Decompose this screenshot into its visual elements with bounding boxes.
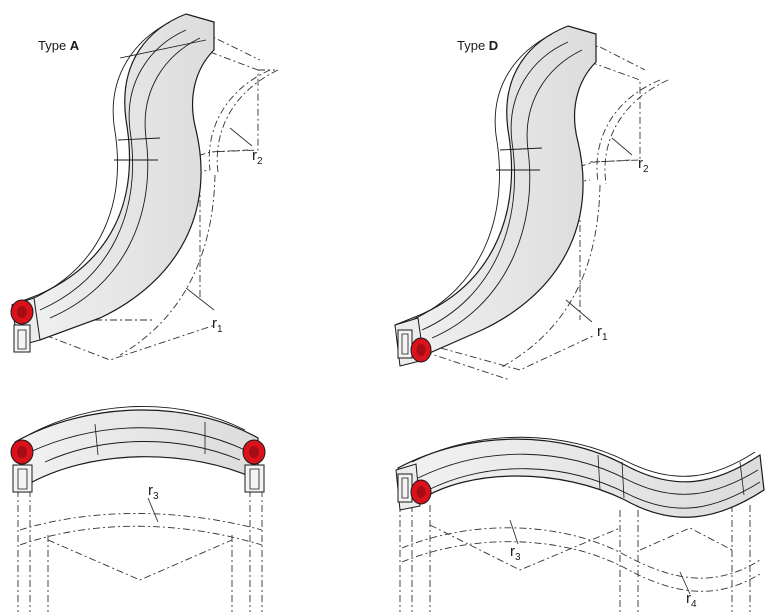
type-a-label: Type A — [38, 38, 79, 53]
r2-right-label: r2 — [638, 155, 649, 175]
type-d-letter: D — [488, 38, 499, 53]
r4-right-marker — [679, 571, 691, 595]
type-d-profile-body — [394, 25, 597, 356]
type-d-s-bend — [395, 436, 765, 612]
type-a-vertical-bend — [10, 13, 279, 361]
type-d-s-guide-lines — [399, 490, 761, 612]
type-d-prefix: Type — [457, 38, 489, 53]
type-d-vertical-bend — [394, 25, 669, 381]
type-a-end-profile — [10, 297, 41, 353]
type-a-h-guide-lines — [17, 490, 263, 612]
r1-right-label: r1 — [597, 323, 608, 343]
type-a-h-right-end — [242, 439, 266, 493]
r3-right-label: r3 — [510, 543, 521, 563]
r2-right-marker — [611, 137, 633, 156]
type-a-h-left-end — [10, 439, 34, 493]
r3-left-label: r3 — [148, 482, 159, 502]
type-a-profile-body — [11, 13, 215, 341]
type-d-s-end-profile — [395, 463, 432, 511]
r1-left-label: r1 — [212, 315, 223, 335]
r3-right-marker — [509, 519, 519, 545]
r4-right-label: r4 — [686, 590, 697, 610]
type-a-h-profile-body — [14, 409, 259, 487]
type-a-prefix: Type — [38, 38, 70, 53]
r1-right-marker — [565, 299, 593, 323]
r1-left-marker — [185, 287, 215, 311]
type-d-s-profile-body — [397, 438, 765, 518]
type-a-letter: A — [69, 38, 80, 53]
type-d-end-profile — [394, 317, 432, 367]
r2-left-label: r2 — [252, 147, 263, 167]
type-a-horizontal-bend — [10, 406, 266, 612]
type-d-label: Type D — [457, 38, 498, 53]
r3-left-marker — [147, 497, 159, 523]
r2-left-marker — [229, 127, 253, 147]
